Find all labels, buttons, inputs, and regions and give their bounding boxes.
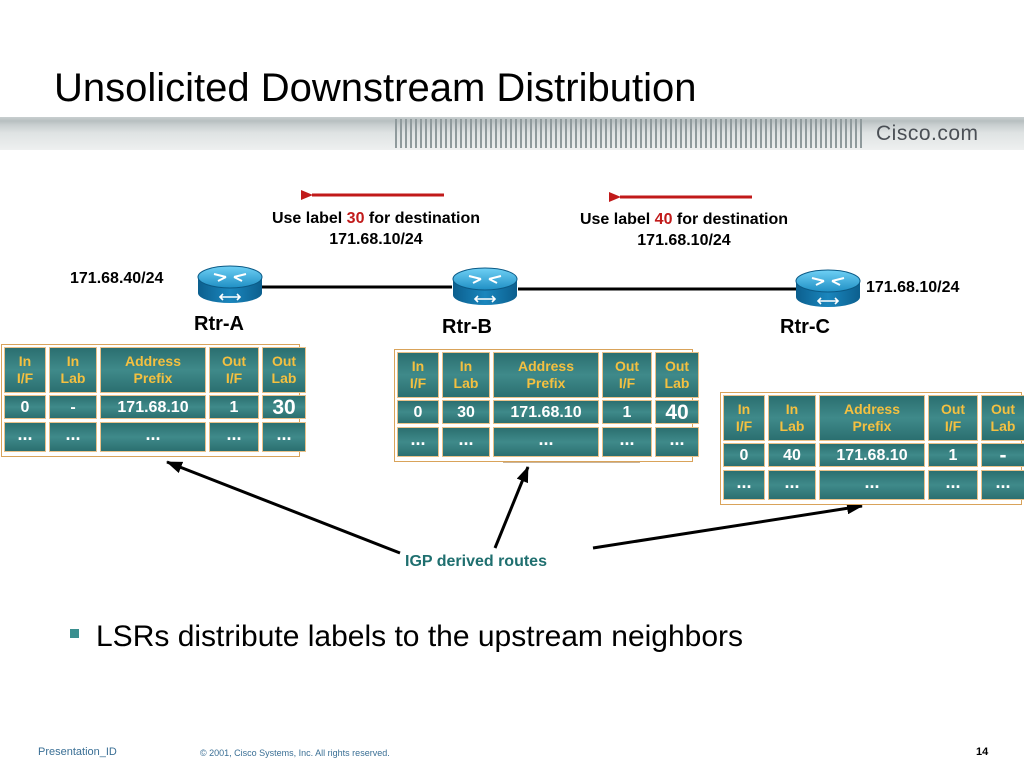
lfib-header-address-prefix: Address Prefix xyxy=(819,395,925,441)
prefix-left: 171.68.40/24 xyxy=(70,270,164,287)
lfib-value-in-if: 0 xyxy=(4,395,46,419)
annotation-label-40: Use label 40 for destination 171.68.10/2… xyxy=(579,211,789,249)
label-value: 30 xyxy=(346,210,365,227)
lfib-header-out-lab: Out Lab xyxy=(655,352,699,398)
lfib-header-out-if: Out I/F xyxy=(602,352,652,398)
lfib-more-in-lab: ... xyxy=(768,470,816,500)
router-a-icon xyxy=(197,265,263,303)
lfib-value-address-prefix: 171.68.10 xyxy=(819,443,925,467)
lfib-value-in-if: 0 xyxy=(397,400,439,424)
lfib-value-in-lab: - xyxy=(49,395,97,419)
lfib-more-in-lab: ... xyxy=(49,422,97,452)
lfib-value-out-if: 1 xyxy=(928,443,978,467)
footer-presentation-id: Presentation_ID xyxy=(38,746,117,758)
lfib-more-address-prefix: ... xyxy=(819,470,925,500)
lfib-header-in-if: In I/F xyxy=(4,347,46,393)
header-stripe-pattern xyxy=(395,119,865,148)
lfib-value-in-lab: 40 xyxy=(768,443,816,467)
prefix-right: 171.68.10/24 xyxy=(866,279,960,296)
igp-label: IGP derived routes xyxy=(405,553,547,570)
lfib-value-out-if: 1 xyxy=(209,395,259,419)
router-a-label: Rtr-A xyxy=(194,313,244,335)
lfib-header-out-if: Out I/F xyxy=(928,395,978,441)
bullet-text: LSRs distribute labels to the upstream n… xyxy=(96,620,744,653)
router-b-icon xyxy=(452,267,518,305)
footer-copyright: © 2001, Cisco Systems, Inc. All rights r… xyxy=(200,748,390,758)
lfib-more-address-prefix: ... xyxy=(100,422,206,452)
bullet-icon xyxy=(70,629,79,638)
igp-arrow-c xyxy=(592,502,863,550)
lfib-more-in-lab: ... xyxy=(442,427,490,457)
lfib-more-in-if: ... xyxy=(723,470,765,500)
lfib-header-in-lab: In Lab xyxy=(49,347,97,393)
lfib-header-address-prefix: Address Prefix xyxy=(493,352,599,398)
lfib-more-out-lab: ... xyxy=(262,422,306,452)
lfib-header-out-if: Out I/F xyxy=(209,347,259,393)
page-title: Unsolicited Downstream Distribution xyxy=(54,66,697,110)
lfib-value-out-if: 1 xyxy=(602,400,652,424)
lfib-header-address-prefix: Address Prefix xyxy=(100,347,206,393)
lfib-header-in-if: In I/F xyxy=(723,395,765,441)
lfib-value-out-lab: 30 xyxy=(262,395,306,419)
lfib-more-out-lab: ... xyxy=(655,427,699,457)
lfib-header-out-lab: Out Lab xyxy=(262,347,306,393)
lfib-value-address-prefix: 171.68.10 xyxy=(100,395,206,419)
lfib-header-out-lab: Out Lab xyxy=(981,395,1024,441)
lfib-more-out-if: ... xyxy=(209,422,259,452)
igp-arrow-b xyxy=(493,466,530,549)
lfib-more-out-if: ... xyxy=(928,470,978,500)
lfib-value-out-lab: - xyxy=(981,443,1024,467)
lfib-more-in-if: ... xyxy=(4,422,46,452)
igp-arrow-a xyxy=(166,460,401,555)
lfib-header-in-lab: In Lab xyxy=(768,395,816,441)
lfib-value-out-lab: 40 xyxy=(655,400,699,424)
annotation-label-30: Use label 30 for destination 171.68.10/2… xyxy=(271,210,481,248)
lfib-value-in-if: 0 xyxy=(723,443,765,467)
lfib-more-out-lab: ... xyxy=(981,470,1024,500)
router-c-label: Rtr-C xyxy=(780,316,830,338)
label-value: 40 xyxy=(654,211,673,228)
lfib-more-out-if: ... xyxy=(602,427,652,457)
router-c-icon xyxy=(795,269,861,307)
cisco-logo: Cisco.com xyxy=(876,122,979,145)
lfib-header-in-lab: In Lab xyxy=(442,352,490,398)
router-b-label: Rtr-B xyxy=(442,316,492,338)
lfib-more-in-if: ... xyxy=(397,427,439,457)
lfib-value-address-prefix: 171.68.10 xyxy=(493,400,599,424)
lfib-value-in-lab: 30 xyxy=(442,400,490,424)
footer-page-number: 14 xyxy=(976,746,989,758)
lfib-header-in-if: In I/F xyxy=(397,352,439,398)
lfib-more-address-prefix: ... xyxy=(493,427,599,457)
